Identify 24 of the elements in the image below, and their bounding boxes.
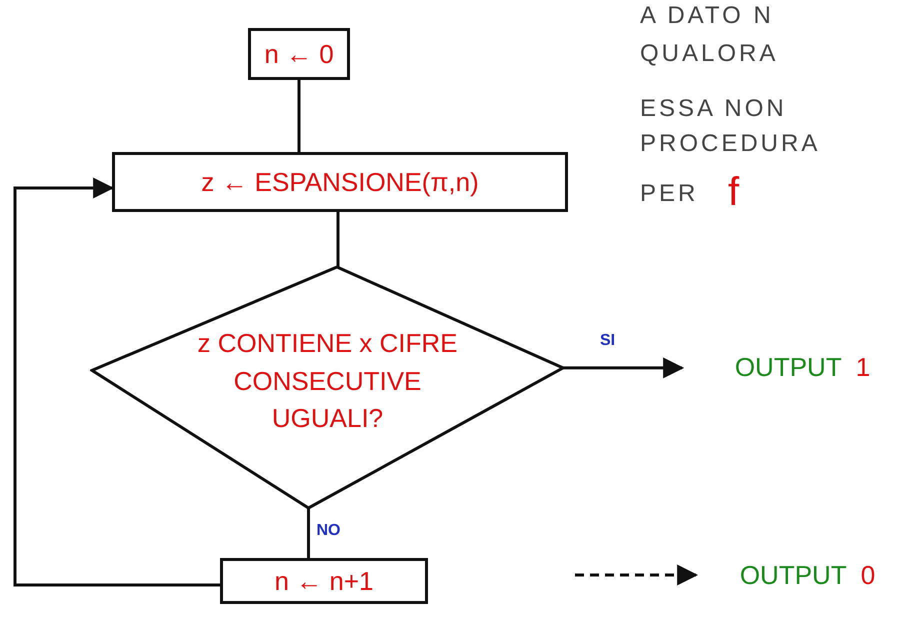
function-symbol: f <box>728 170 742 215</box>
process-box <box>220 558 428 604</box>
process-box <box>112 152 568 212</box>
connector-line <box>336 212 340 267</box>
connector-line <box>298 80 300 152</box>
output-value: 1 <box>856 352 870 382</box>
output-value: 0 <box>860 560 876 590</box>
node-text: n ← 0 <box>264 38 334 70</box>
output-label: OUTPUT <box>734 352 842 382</box>
note-text: ESSA NON <box>640 95 787 123</box>
note-text: PROCEDURA <box>640 130 820 158</box>
arrow <box>563 357 684 378</box>
node-text: z ← ESPANSIONE(π,n) <box>201 166 479 198</box>
node-text: z CONTIENE x CIFRE CONSECUTIVE UGUALI? <box>196 326 458 436</box>
connector-line <box>307 508 310 558</box>
node-text: n ← n+1 <box>274 566 374 596</box>
note-text: PER <box>640 180 698 208</box>
process-box <box>248 28 350 80</box>
note-text: A DATO N <box>640 2 774 30</box>
arrow <box>575 564 698 586</box>
decision-diamond <box>90 265 565 510</box>
note-text: QUALORA <box>640 40 778 68</box>
arrow <box>14 178 220 586</box>
output-label: OUTPUT <box>740 560 847 590</box>
